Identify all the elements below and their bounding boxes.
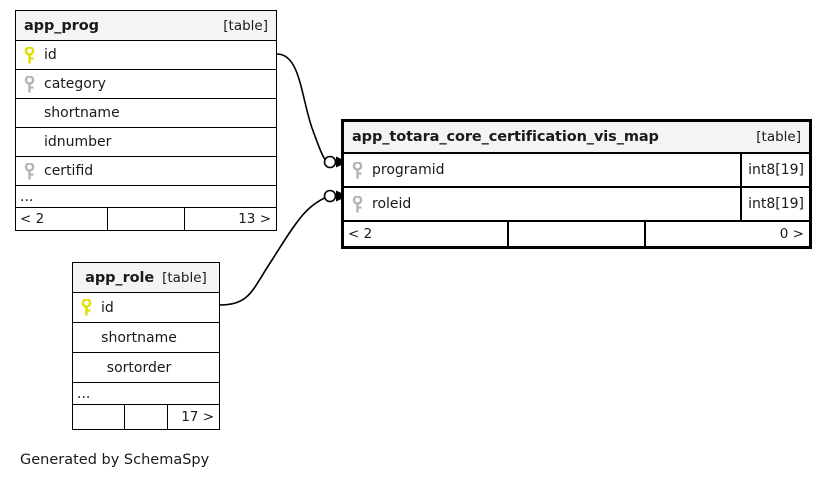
table-footer-app_prog: < 2 13 > <box>16 208 276 230</box>
key-icon-foreign <box>16 75 40 93</box>
table-tag-app_role: [table] <box>162 269 207 286</box>
column-name-sortorder: sortorder <box>106 359 172 376</box>
key-icon-foreign <box>344 161 368 179</box>
table-title-vis_map: app_totara_core_certification_vis_map <box>352 129 659 145</box>
table-row-app_prog-id[interactable]: id <box>16 41 276 70</box>
table-more-columns-indicator-app_role: ... <box>73 383 219 405</box>
table-row-app_prog-certifid[interactable]: certifid <box>16 157 276 186</box>
table-node-app_role[interactable]: app_role [table] id shortname sortorder … <box>72 262 220 430</box>
table-node-app_prog[interactable]: app_prog [table] id category <box>15 10 277 231</box>
column-name-programid: programid <box>372 162 445 178</box>
table-header-app_prog: app_prog [table] <box>16 11 276 41</box>
table-row-app_role-sortorder[interactable]: sortorder <box>73 353 219 383</box>
table-row-app_prog-shortname[interactable]: shortname <box>16 99 276 128</box>
footer-child-count-app_prog: 13 > <box>238 211 271 227</box>
table-row-app_prog-idnumber[interactable]: idnumber <box>16 128 276 157</box>
column-name-idnumber: idnumber <box>44 134 112 150</box>
table-header-app_role: app_role [table] <box>73 263 219 293</box>
table-more-columns-indicator-app_prog: ... <box>16 186 276 208</box>
key-icon-primary <box>16 46 40 64</box>
column-name-roleid: roleid <box>372 196 412 212</box>
key-icon-primary <box>73 299 97 316</box>
table-tag-vis_map: [table] <box>756 129 801 145</box>
table-title-app_prog: app_prog <box>24 17 99 34</box>
footer-middle-app_role <box>124 405 168 429</box>
key-icon-foreign <box>344 195 368 213</box>
footer-parent-count-app_prog: < 2 <box>20 211 45 227</box>
table-row-vis_map-roleid[interactable]: roleid int8[19] <box>344 188 809 222</box>
footer-child-count-app_role: 17 > <box>181 409 214 425</box>
column-name-id: id <box>101 299 114 316</box>
footer-middle-app_prog <box>107 208 185 230</box>
column-type-programid: int8[19] <box>740 154 809 186</box>
key-icon-foreign <box>16 162 40 180</box>
column-name-id: id <box>44 47 57 63</box>
table-row-app_prog-category[interactable]: category <box>16 70 276 99</box>
table-footer-vis_map: < 2 0 > <box>344 222 809 246</box>
footer-parent-count-app_role <box>73 405 124 429</box>
relationship-edge-app_prog-to-vis_map <box>276 53 328 163</box>
column-name-shortname: shortname <box>101 329 177 346</box>
table-row-vis_map-programid[interactable]: programid int8[19] <box>344 154 809 188</box>
footer-middle-vis_map <box>506 222 647 246</box>
column-name-shortname: shortname <box>44 105 120 121</box>
table-tag-app_prog: [table] <box>223 17 268 34</box>
table-header-vis_map: app_totara_core_certification_vis_map [t… <box>344 122 809 154</box>
table-row-app_role-shortname[interactable]: shortname <box>73 323 219 353</box>
column-name-category: category <box>44 76 106 92</box>
footer-child-count-vis_map: 0 > <box>779 226 804 242</box>
column-name-certifid: certifid <box>44 163 94 179</box>
footer-parent-count-vis_map: < 2 <box>348 226 373 242</box>
column-type-roleid: int8[19] <box>740 188 809 220</box>
table-node-app_totara_core_certification_vis_map[interactable]: app_totara_core_certification_vis_map [t… <box>341 119 812 249</box>
generated-by-credit: Generated by SchemaSpy <box>20 452 210 468</box>
table-row-app_role-id[interactable]: id <box>73 293 219 323</box>
table-title-app_role: app_role <box>85 269 155 286</box>
table-footer-app_role: 17 > <box>73 405 219 429</box>
